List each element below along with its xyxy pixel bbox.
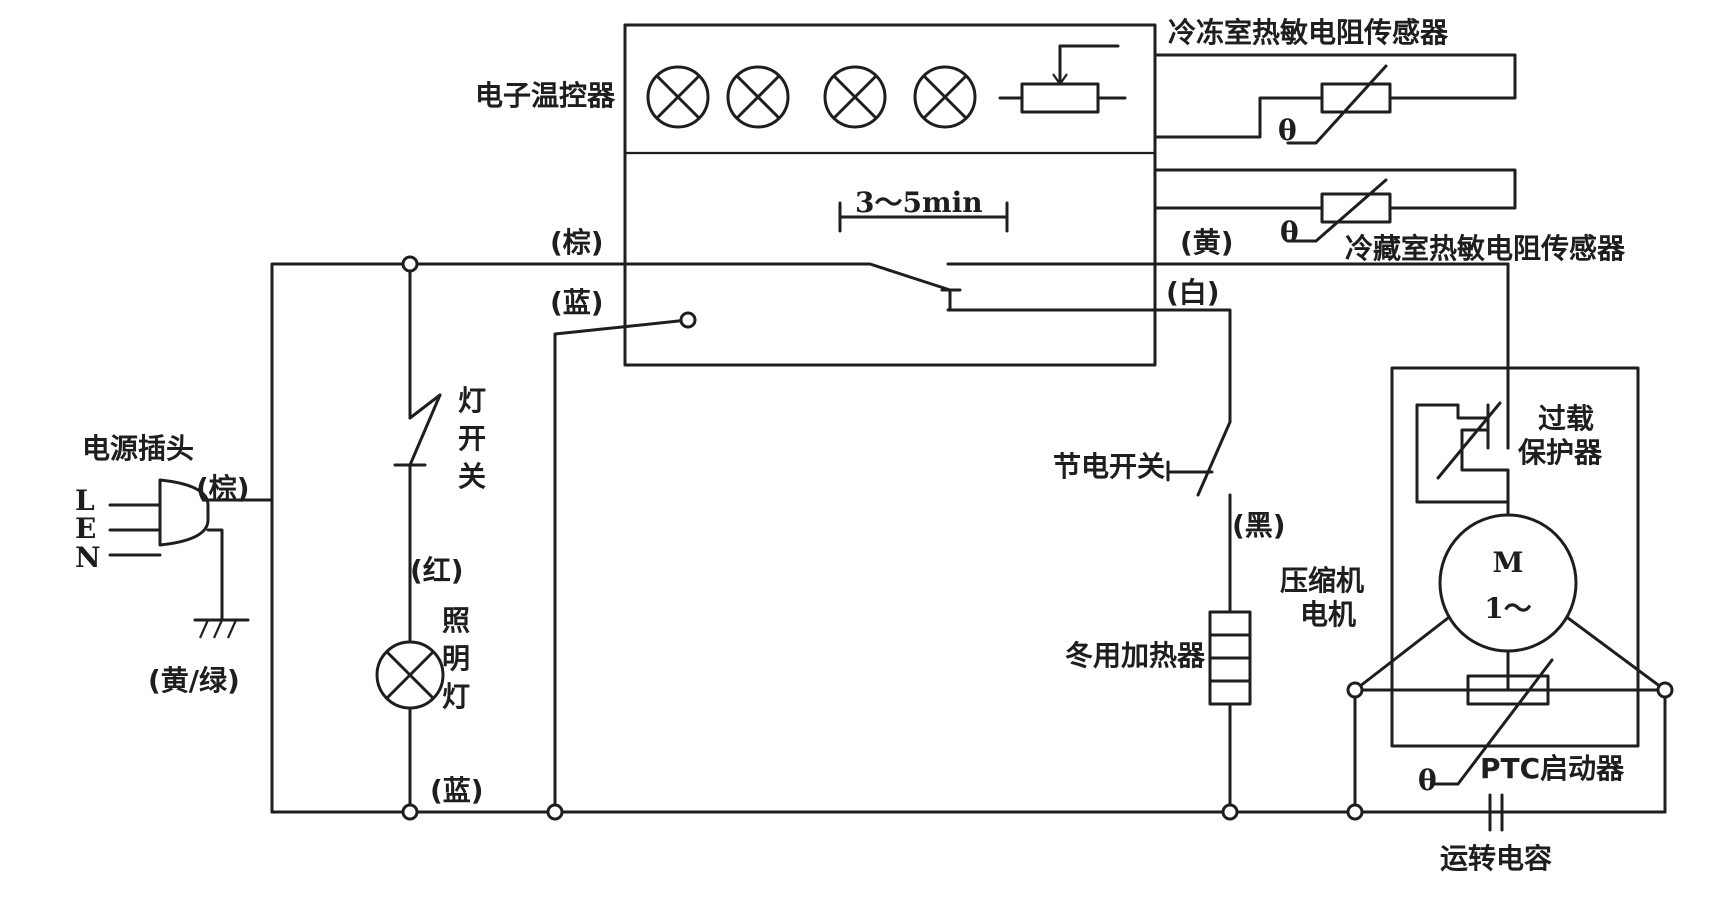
freezer-theta: θ xyxy=(1278,114,1297,147)
ptc-starter xyxy=(1432,658,1554,786)
wire-color-red: (红) xyxy=(410,554,464,587)
wire-color-yellow: (黄) xyxy=(1180,226,1234,259)
delay-timer-bracket xyxy=(838,201,1009,233)
wire-color-black: (黑) xyxy=(1232,509,1286,542)
thermostat-box xyxy=(623,23,1157,367)
lamp-switch-label-3: 关 xyxy=(458,460,486,493)
indicator-lamp-2 xyxy=(726,65,790,129)
power-save-switch xyxy=(1166,420,1232,614)
wire-color-brown-top: (棕) xyxy=(550,226,604,259)
junction-dots xyxy=(401,255,1674,821)
wire-color-blue-top: (蓝) xyxy=(550,286,604,319)
wire-color-brown-plug: (棕) xyxy=(196,472,250,505)
lighting-lamp xyxy=(375,640,445,710)
plug-label: 电源插头 xyxy=(82,432,194,465)
indicator-lamp-4 xyxy=(913,65,977,129)
mains-wiring xyxy=(206,262,1667,814)
wire-color-yellow-green: (黄/绿) xyxy=(148,664,240,697)
wire-color-white: (白) xyxy=(1166,276,1220,309)
power-plug xyxy=(108,478,250,639)
overload-protector xyxy=(1415,401,1510,517)
indicator-lamp-3 xyxy=(823,65,887,129)
overload-label-2: 保护器 xyxy=(1518,436,1603,469)
lamp-switch-label-2: 开 xyxy=(458,422,486,455)
lamp-label-1: 照 xyxy=(442,604,470,637)
fridge-thermistor xyxy=(1153,168,1517,243)
lamp-label-3: 灯 xyxy=(442,680,470,713)
fridge-theta: θ xyxy=(1280,216,1299,249)
wire-color-blue-bottom: (蓝) xyxy=(430,774,484,807)
pin-l: L xyxy=(75,484,95,517)
power-save-switch-label: 节电开关 xyxy=(1053,450,1165,483)
motor-phase-label: 1～ xyxy=(1484,592,1531,625)
compressor-box xyxy=(1390,366,1640,748)
lamp-branch xyxy=(393,262,442,814)
lamp-switch-label-1: 灯 xyxy=(458,384,486,417)
pin-n: N xyxy=(75,541,101,574)
capacitor-label: 运转电容 xyxy=(1440,842,1552,875)
potentiometer xyxy=(998,44,1127,114)
lamp-label-2: 明 xyxy=(442,642,470,675)
winter-heater xyxy=(1208,610,1252,814)
overload-label-1: 过载 xyxy=(1538,402,1594,435)
delay-label: 3～5min xyxy=(855,186,983,219)
indicator-lamp-1 xyxy=(646,65,710,129)
compressor-motor xyxy=(1438,513,1578,653)
motor-leads xyxy=(1353,616,1667,814)
heater-label: 冬用加热器 xyxy=(1065,639,1206,672)
compressor-label-1: 压缩机 xyxy=(1280,564,1364,597)
freezer-sensor-label: 冷冻室热敏电阻传感器 xyxy=(1168,16,1449,49)
freezer-thermistor xyxy=(1153,53,1517,145)
run-capacitor xyxy=(1488,793,1504,832)
ptc-label: PTC启动器 xyxy=(1480,752,1625,785)
thermostat-label: 电子温控器 xyxy=(475,79,616,112)
fridge-sensor-label: 冷藏室热敏电阻传感器 xyxy=(1345,232,1626,265)
pin-e: E xyxy=(75,512,96,545)
compressor-label-2: 电机 xyxy=(1300,598,1356,631)
ptc-theta: θ xyxy=(1418,764,1437,797)
motor-m-label: M xyxy=(1493,546,1524,579)
